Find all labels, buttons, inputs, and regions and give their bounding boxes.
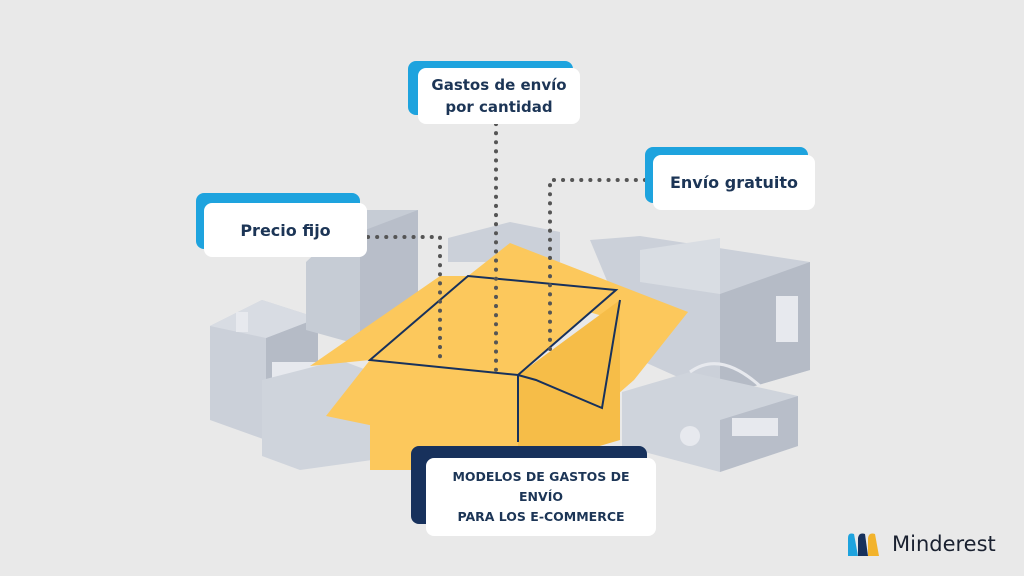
label-gastos-cantidad-line2: por cantidad bbox=[445, 98, 553, 116]
label-modelos-line1: MODELOS DE GASTOS DE ENVÍO bbox=[452, 469, 630, 504]
brand-name: Minderest bbox=[892, 532, 996, 556]
connector-precio-fijo bbox=[366, 235, 442, 362]
connector-envio-gratuito bbox=[548, 178, 647, 352]
open-cardboard-box bbox=[310, 243, 688, 470]
label-precio-fijo-text: Precio fijo bbox=[240, 220, 331, 240]
minderest-logo-icon bbox=[848, 533, 879, 556]
label-gastos-cantidad-line1: Gastos de envío bbox=[431, 76, 567, 94]
connector-lines bbox=[366, 122, 647, 372]
label-envio-gratuito: Envío gratuito bbox=[653, 155, 815, 210]
label-precio-fijo: Precio fijo bbox=[204, 203, 367, 257]
label-modelos-line2: PARA LOS E-COMMERCE bbox=[457, 509, 625, 524]
label-gastos-cantidad: Gastos de envío por cantidad bbox=[418, 68, 580, 124]
label-modelos-title: MODELOS DE GASTOS DE ENVÍO PARA LOS E-CO… bbox=[426, 458, 656, 536]
brand-logo: Minderest bbox=[846, 530, 996, 558]
label-envio-gratuito-text: Envío gratuito bbox=[669, 173, 799, 192]
